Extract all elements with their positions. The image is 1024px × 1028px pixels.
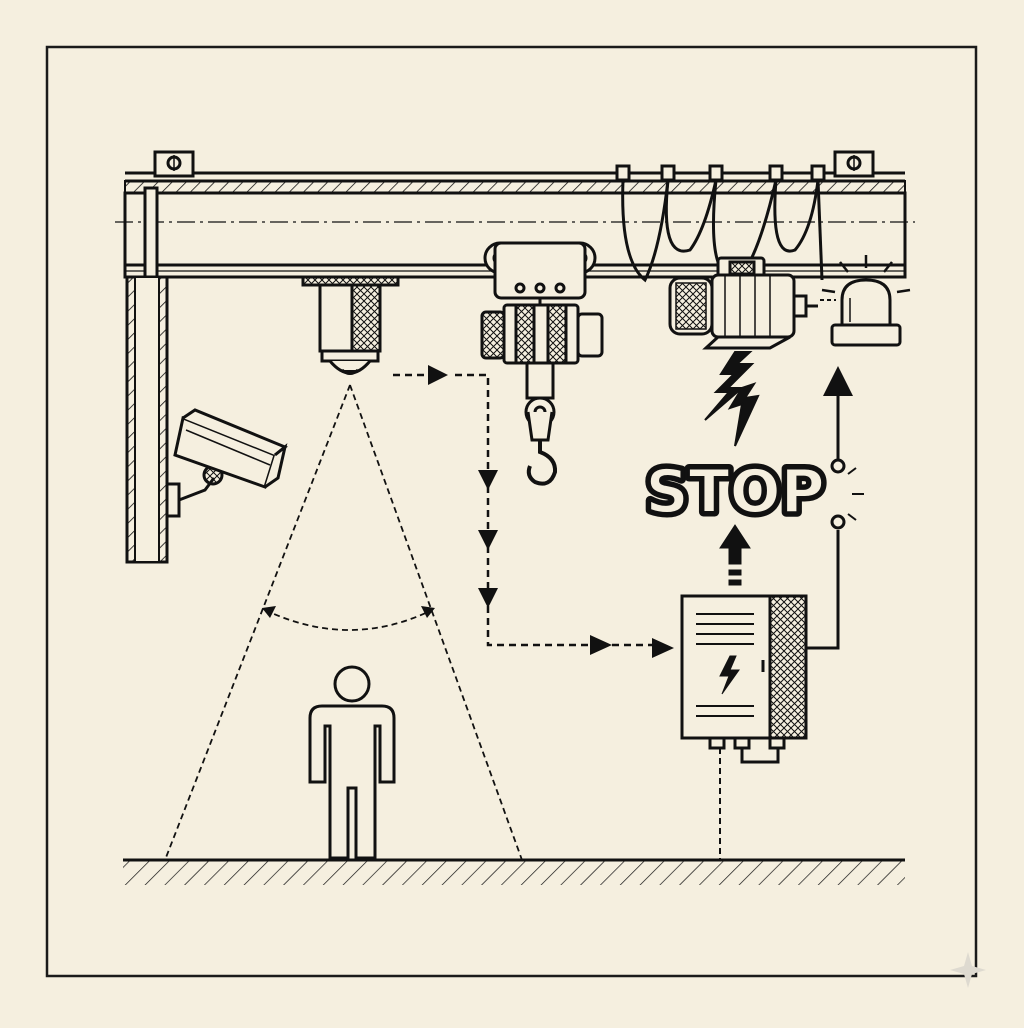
signal-path-arrowheads [428, 365, 674, 658]
support-column [125, 275, 169, 564]
floor [123, 858, 905, 885]
warning-beacon-icon [821, 255, 911, 347]
sensor-detection-cone [164, 384, 523, 861]
stop-label: STOP STOP [641, 453, 829, 532]
overhead-sensor-icon [301, 275, 400, 375]
control-cabinet-icon [680, 594, 808, 764]
sparkle-icon [950, 952, 986, 988]
cable-festoon [615, 164, 826, 283]
hoist-trolley-icon [480, 241, 604, 486]
stop-text-outline: STOP [645, 457, 824, 527]
cabinet-to-stop-arrow [719, 524, 751, 586]
cctv-camera-icon [165, 408, 288, 518]
drawing-frame [45, 45, 978, 978]
stop-text: STOP [645, 457, 824, 527]
electric-motor-icon [668, 256, 818, 350]
person-icon [308, 665, 396, 860]
beacon-circuit [806, 366, 864, 650]
lightning-bolt-icon [704, 351, 760, 447]
cone-angle-arrowheads [262, 606, 435, 618]
